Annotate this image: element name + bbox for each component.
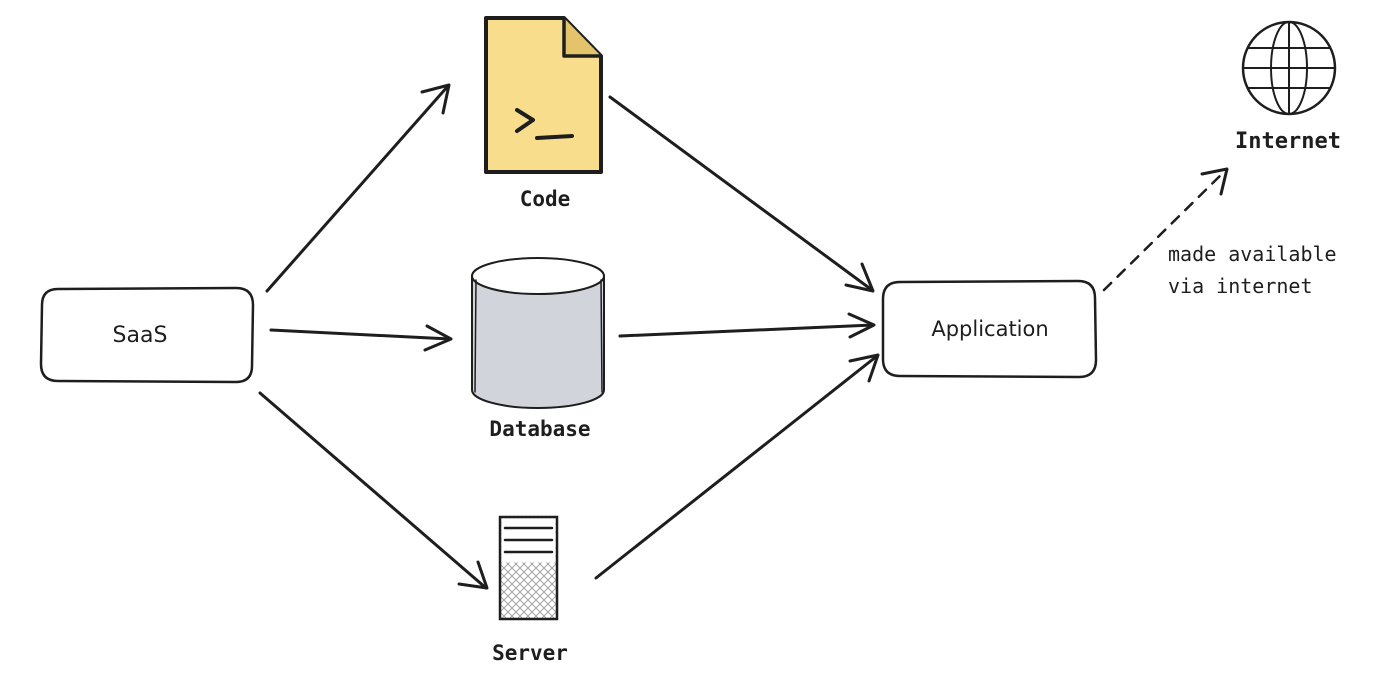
edge-database-to-application	[618, 312, 876, 339]
node-database[interactable]: Database	[471, 257, 605, 441]
node-server[interactable]: Server	[492, 515, 568, 665]
globe-icon	[1241, 20, 1337, 116]
node-saas[interactable]: SaaS	[39, 286, 255, 384]
server-tower-icon	[498, 515, 559, 621]
node-server-label: Server	[492, 641, 568, 665]
node-internet-label: Internet	[1235, 129, 1341, 154]
node-internet[interactable]: Internet	[1235, 20, 1341, 154]
edge-label-made-available: made available via internet	[1168, 242, 1337, 298]
edge-application-to-internet	[1102, 167, 1229, 292]
edge-label-line-1: made available	[1168, 242, 1337, 266]
database-cylinder-icon	[471, 257, 605, 409]
edge-server-to-application	[594, 353, 880, 580]
edge-saas-to-server	[258, 391, 489, 590]
node-code[interactable]: Code	[484, 16, 603, 211]
node-application-label: Application	[931, 317, 1048, 341]
node-code-label: Code	[520, 187, 571, 211]
edge-saas-to-code	[265, 83, 451, 293]
node-application[interactable]: Application	[881, 279, 1098, 379]
edge-code-to-application	[608, 95, 875, 293]
node-database-label: Database	[489, 417, 590, 441]
edge-label-line-2: via internet	[1168, 274, 1313, 298]
edge-saas-to-database	[269, 324, 453, 352]
edges	[258, 83, 1229, 590]
code-file-icon	[484, 16, 603, 174]
node-saas-label: SaaS	[113, 323, 168, 348]
